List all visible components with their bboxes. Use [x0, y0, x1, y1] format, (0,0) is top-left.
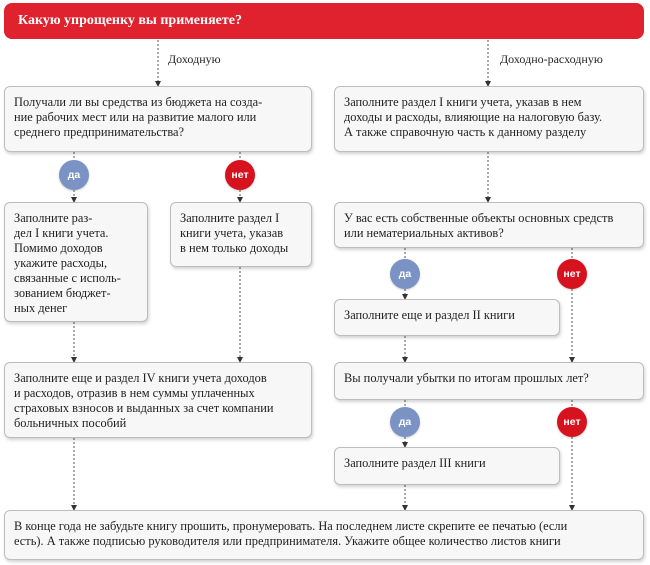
badge-yes-losses: да	[390, 407, 420, 437]
flowchart-title: Какую упрощенку вы применяете?	[18, 13, 242, 28]
box-question-losses: Вы получали убытки по итогам прошлых лет…	[334, 362, 644, 400]
badge-yes-assets: да	[390, 259, 420, 289]
box-fill-section3: Заполните раздел III книги	[334, 447, 560, 485]
branch-label-income: Доходную	[168, 52, 221, 66]
box-fill-section1-income-only: Заполните раздел I книги учета, указав в…	[170, 202, 312, 267]
badge-no-losses: нет	[557, 407, 587, 437]
box-fill-section1-with-expenses: Заполните раз- дел I книги учета. Помимо…	[4, 202, 148, 322]
box-fill-section2: Заполните еще и раздел II книги	[334, 299, 560, 336]
badge-yes-budget: да	[59, 160, 89, 190]
box-question-budget: Получали ли вы средства из бюджета на со…	[4, 86, 312, 152]
box-fill-section1-income-expense: Заполните раздел I книги учета, указав в…	[334, 86, 644, 152]
badge-no-budget: нет	[225, 160, 255, 190]
flowchart-title-bar: Какую упрощенку вы применяете?	[4, 3, 644, 39]
box-question-fixed-assets: У вас есть собственные объекты основных …	[334, 202, 644, 248]
box-final-instructions: В конце года не забудьте книгу прошить, …	[4, 510, 644, 560]
badge-no-assets: нет	[557, 259, 587, 289]
branch-label-income-expense: Доходно-расходную	[500, 52, 603, 66]
box-fill-section4: Заполните еще и раздел IV книги учета до…	[4, 362, 312, 438]
